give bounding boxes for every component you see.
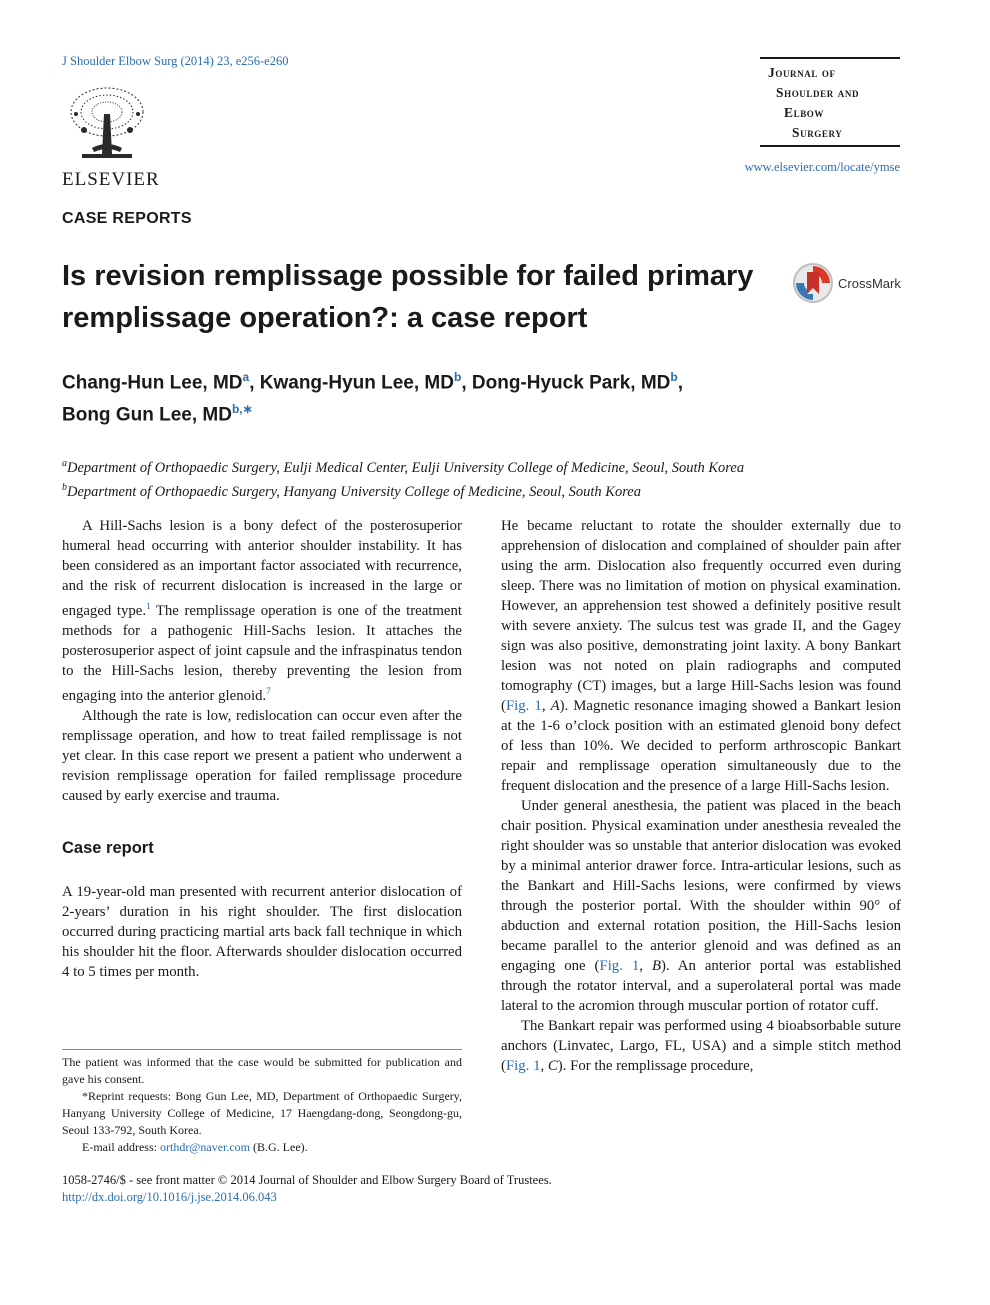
paragraph-text: The Bankart repair was performed using 4…	[501, 1018, 901, 1074]
affiliation-mark: b	[62, 481, 67, 493]
paragraph-text: ,	[639, 958, 652, 974]
body-paragraph: He became reluctant to rotate the should…	[501, 516, 901, 796]
figure-panel: C	[547, 1058, 558, 1074]
journal-name-line: Surgery	[792, 125, 843, 140]
reference-link[interactable]: 7	[266, 685, 271, 696]
email-label: E-mail address:	[82, 1140, 160, 1154]
journal-name-line: Shoulder and	[776, 85, 860, 100]
copyright-block: 1058-2746/$ - see front matter © 2014 Jo…	[62, 1172, 552, 1206]
elsevier-logo: ELSEVIER	[62, 84, 160, 191]
footnotes: The patient was informed that the case w…	[62, 1054, 462, 1156]
paragraph-text: He became reluctant to rotate the should…	[501, 518, 901, 714]
paragraph-text: A Hill-Sachs lesion is a bony defect of …	[62, 518, 462, 619]
author-name: Kwang-Hyun Lee, MD	[259, 372, 454, 394]
body-paragraph: Under general anesthesia, the patient wa…	[501, 796, 901, 1016]
paragraph-text: ). An anterior portal was established th…	[501, 958, 901, 1014]
author-affiliation-mark[interactable]: b,∗	[231, 402, 253, 417]
figure-panel: A	[550, 698, 560, 714]
author-affiliation-mark[interactable]: b	[453, 370, 462, 384]
publisher-name: ELSEVIER	[62, 169, 160, 190]
body-paragraph: The Bankart repair was performed using 4…	[501, 1016, 901, 1076]
author-list: Chang-Hun Lee, MDa, Kwang-Hyun Lee, MDb,…	[62, 364, 922, 429]
affiliation-item: aDepartment of Orthopaedic Surgery, Eulj…	[62, 454, 942, 478]
body-column-left: A Hill-Sachs lesion is a bony defect of …	[62, 516, 462, 982]
affiliation-mark: a	[62, 458, 67, 469]
crossmark-icon	[793, 263, 833, 303]
journal-url-link[interactable]: www.elsevier.com/locate/ymse	[744, 160, 900, 174]
author-name: Chang-Hun Lee, MD	[62, 372, 243, 394]
footnote-divider	[62, 1049, 462, 1050]
author-separator: ,	[677, 372, 683, 394]
author-separator: ,	[249, 372, 260, 394]
affiliation-text: Department of Orthopaedic Surgery, Eulji…	[67, 459, 745, 476]
reference-link[interactable]: 1	[146, 601, 151, 611]
journal-citation[interactable]: J Shoulder Elbow Surg (2014) 23, e256-e2…	[62, 54, 289, 68]
body-paragraph: A Hill-Sachs lesion is a bony defect of …	[62, 516, 462, 706]
author-name: Bong Gun Lee, MD	[62, 404, 232, 426]
email-link[interactable]: orthdr@naver.com	[159, 1140, 251, 1154]
footnote-reprint: *Reprint requests: Bong Gun Lee, MD, Dep…	[62, 1089, 462, 1137]
paragraph-text: ). Magnetic resonance imaging showed a B…	[501, 698, 901, 794]
section-label: CASE REPORTS	[62, 210, 192, 227]
issn-copyright: 1058-2746/$ - see front matter © 2014 Jo…	[62, 1173, 552, 1187]
affiliation-item: bDepartment of Orthopaedic Surgery, Hany…	[62, 478, 942, 502]
body-column-right: He became reluctant to rotate the should…	[501, 516, 901, 1076]
paragraph-text: ,	[541, 698, 551, 714]
article-title: Is revision remplissage possible for fai…	[62, 260, 754, 334]
crossmark-label: CrossMark	[838, 276, 901, 291]
footnote-consent: The patient was informed that the case w…	[62, 1055, 462, 1086]
journal-name-line: Elbow	[784, 105, 825, 120]
figure-link[interactable]: Fig. 1	[505, 1058, 541, 1074]
paragraph-text: The remplissage operation is one of the …	[62, 602, 462, 704]
author-affiliation-mark[interactable]: b	[670, 370, 678, 384]
section-heading: Case report	[62, 838, 154, 857]
body-paragraph: Although the rate is low, redislocation …	[62, 707, 462, 804]
figure-link[interactable]: Fig. 1	[599, 958, 640, 974]
author-name: Dong-Hyuck Park, MD	[471, 372, 671, 394]
journal-name-line: Journal of	[768, 65, 836, 80]
author-affiliation-mark[interactable]: a	[242, 370, 250, 384]
affiliations: aDepartment of Orthopaedic Surgery, Eulj…	[62, 454, 942, 502]
paragraph-text: Under general anesthesia, the patient wa…	[501, 798, 901, 974]
paragraph-text: ). For the remplissage procedure,	[557, 1058, 754, 1074]
footnote-email: E-mail address: orthdr@naver.com (B.G. L…	[62, 1139, 462, 1156]
body-paragraph: A 19-year-old man presented with recurre…	[62, 883, 462, 980]
journal-masthead: Journal of Shoulder and Elbow Surgery	[760, 57, 900, 147]
affiliation-text: Department of Orthopaedic Surgery, Hanya…	[67, 483, 641, 500]
masthead-bottom-rule	[760, 145, 900, 147]
doi-link[interactable]: http://dx.doi.org/10.1016/j.jse.2014.06.…	[62, 1190, 277, 1204]
figure-link[interactable]: Fig. 1	[505, 698, 542, 714]
journal-name: Journal of Shoulder and Elbow Surgery	[760, 59, 900, 145]
paragraph-text: ,	[540, 1058, 548, 1074]
elsevier-tree-icon	[62, 84, 152, 162]
figure-panel: B	[651, 958, 661, 974]
crossmark-badge[interactable]: CrossMark	[792, 262, 912, 306]
masthead-top-rule	[760, 57, 900, 59]
author-separator: ,	[461, 372, 472, 394]
email-suffix: (B.G. Lee).	[250, 1140, 308, 1154]
